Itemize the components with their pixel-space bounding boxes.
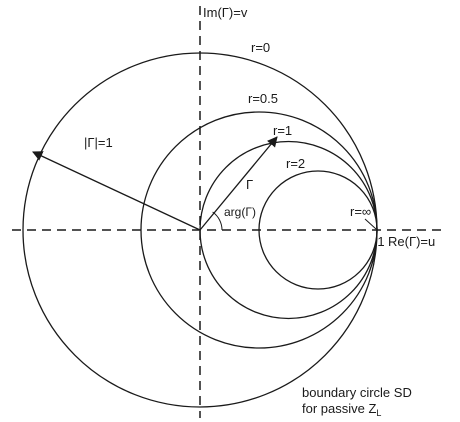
circle-r2: [258, 170, 378, 290]
gamma-label: Γ: [246, 177, 253, 192]
circle-r2-label: r=2: [286, 156, 305, 171]
circle-rinf-label: r=∞: [350, 204, 371, 219]
unit-tick-label: 1: [377, 234, 384, 249]
angle-label: arg(Γ): [224, 205, 256, 219]
circle-r1-label: r=1: [273, 123, 292, 138]
r-infinity-pointer: [364, 218, 377, 230]
circle-r0-label: r=0: [251, 40, 270, 55]
angle-arc: [212, 211, 223, 231]
circle-r05-label: r=0.5: [248, 91, 278, 106]
boundary-caption-line2: for passive ZL: [302, 401, 381, 418]
boundary-caption-line1: boundary circle SD: [302, 385, 412, 400]
magnitude-label: |Γ|=1: [84, 135, 113, 150]
imag-axis-label: Im(Γ)=v: [203, 5, 248, 20]
gamma-vector: [199, 136, 278, 231]
real-axis-label: Re(Γ)=u: [388, 234, 435, 249]
unit-radius-vector: [32, 151, 201, 231]
